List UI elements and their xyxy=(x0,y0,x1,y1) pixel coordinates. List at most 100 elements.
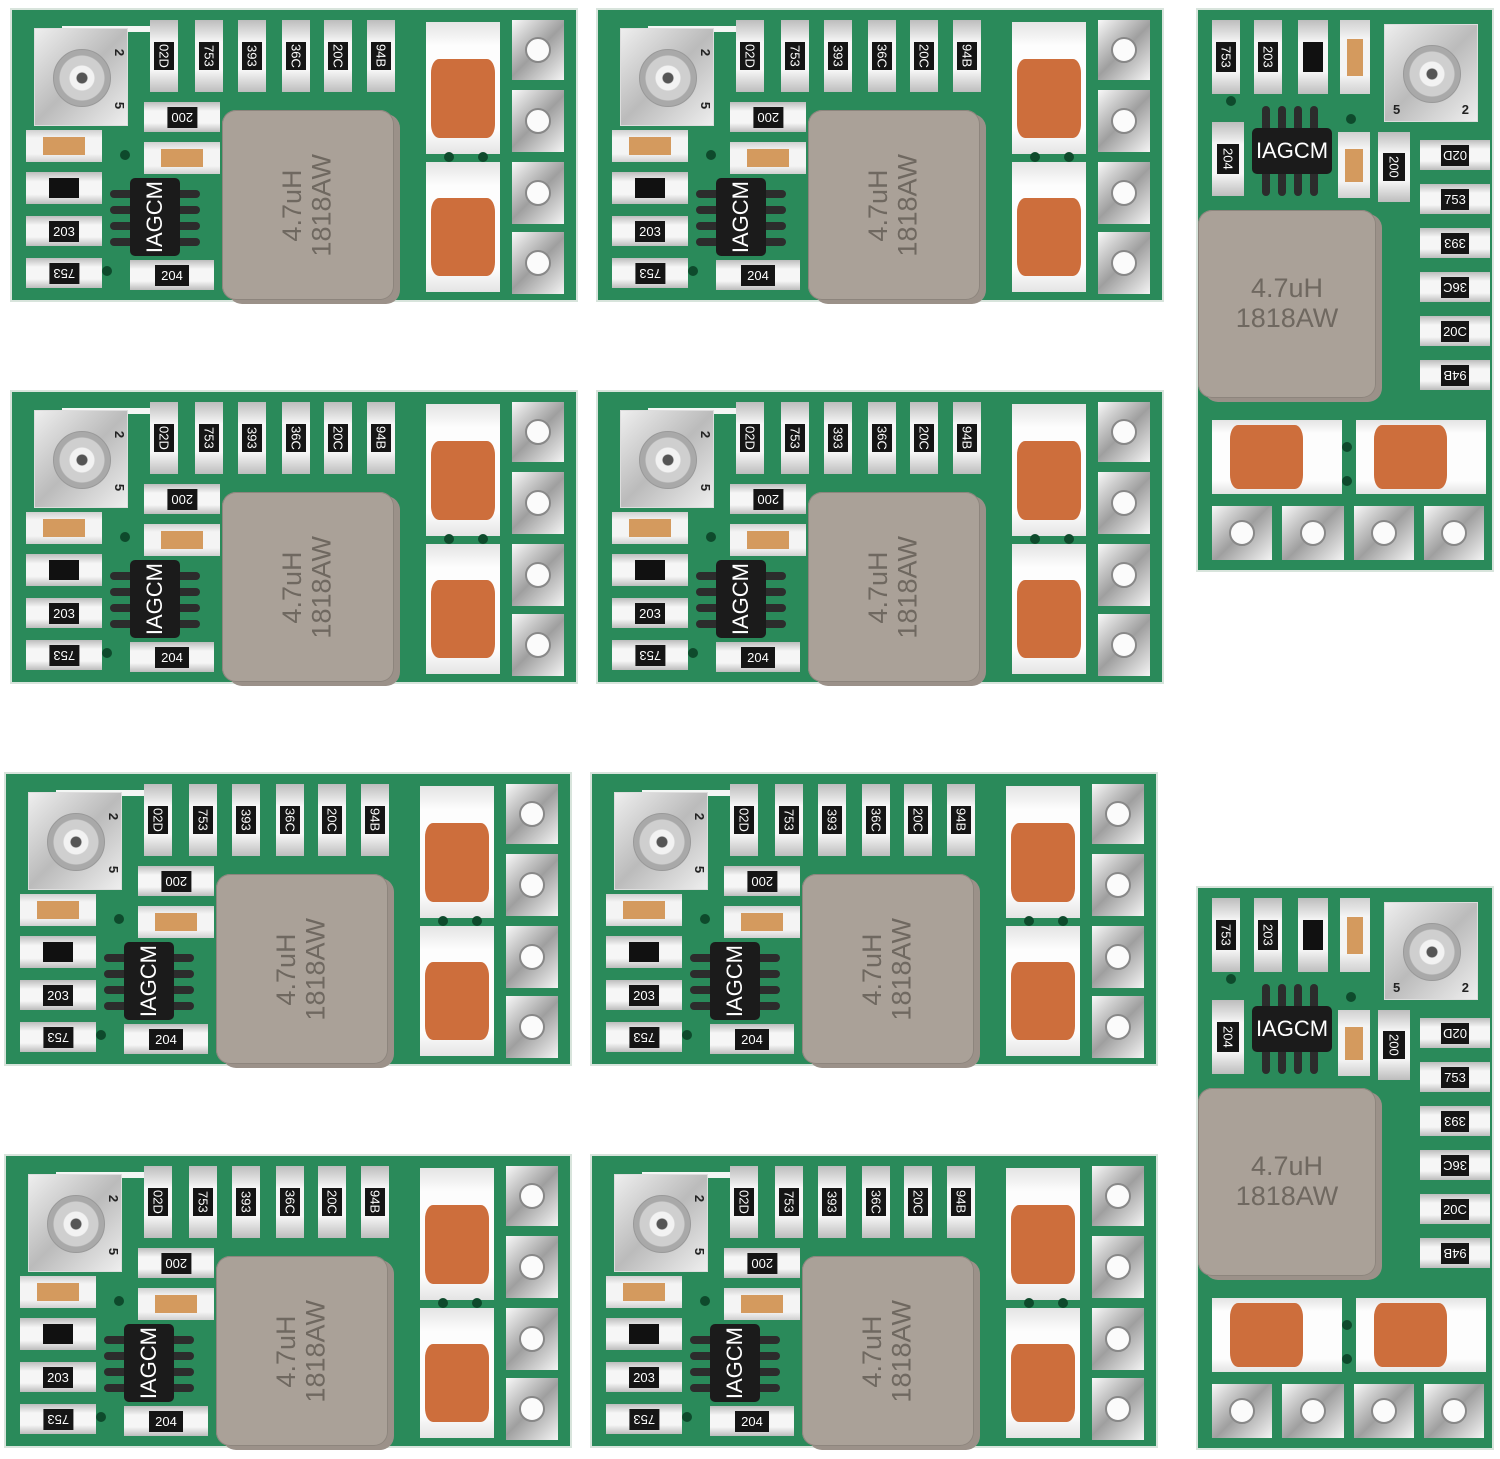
diode xyxy=(20,1318,96,1350)
capacitor-body xyxy=(431,198,495,277)
pcb-module-vertical: 753 203 5 2 204 IAGCM 200 02D 753 393 36… xyxy=(1196,886,1494,1450)
resistor-marking: 393 xyxy=(236,805,256,835)
mounting-hole xyxy=(1111,419,1137,445)
resistor-753-top: 753 xyxy=(781,402,809,474)
resistor-marking: 204 xyxy=(155,646,189,668)
ceramic-capacitor xyxy=(26,130,102,162)
resistor-marking: 36C xyxy=(872,423,892,453)
via xyxy=(114,1296,124,1306)
resistor-marking: 20C xyxy=(908,1187,928,1217)
via xyxy=(438,916,448,926)
resistor-204: 204 xyxy=(716,642,800,672)
inductor-label: 4.7uH 1818AW xyxy=(277,536,337,639)
potentiometer-dial xyxy=(639,431,697,489)
potentiometer-dial xyxy=(47,1195,105,1253)
ic-pin xyxy=(756,1384,780,1392)
capacitor-body xyxy=(1017,58,1081,139)
ic-pin xyxy=(690,1336,714,1344)
input-capacitor xyxy=(426,544,500,674)
resistor-94b: 94B xyxy=(953,402,981,474)
resistor-02d: 02D xyxy=(144,1166,172,1238)
terminal-pad xyxy=(1092,1308,1144,1370)
mounting-hole xyxy=(1105,1254,1131,1280)
resistor-marking: 200 xyxy=(752,488,784,510)
resistor-marking: 20C xyxy=(914,41,934,71)
ic-marking: IAGCM xyxy=(722,944,747,1018)
via xyxy=(1342,476,1352,486)
capacitor-body xyxy=(154,1295,198,1313)
capacitor-body xyxy=(431,580,495,659)
mounting-hole xyxy=(519,1396,545,1422)
ceramic-capacitor xyxy=(1338,1010,1370,1076)
ic-pin xyxy=(1310,106,1318,132)
resistor-marking: 753 xyxy=(193,805,213,835)
mounting-hole xyxy=(525,490,551,516)
ic-pin xyxy=(170,1352,194,1360)
resistor-marking: 36C xyxy=(866,805,886,835)
resistor-marking: 02D xyxy=(148,1187,168,1217)
ic-pin xyxy=(1278,170,1286,196)
ceramic-capacitor xyxy=(138,1288,214,1320)
ceramic-capacitor xyxy=(730,524,806,556)
terminal-pad xyxy=(512,162,564,224)
capacitor-body xyxy=(628,519,672,537)
via xyxy=(1226,974,1236,984)
ic-pin xyxy=(170,1384,194,1392)
resistor-753-top: 753 xyxy=(775,1166,803,1238)
ic-pin xyxy=(696,190,720,198)
resistor-marking: 02D xyxy=(148,805,168,835)
inductor-part: 1818AW xyxy=(301,1299,331,1403)
ic-pin xyxy=(696,206,720,214)
potentiometer-dial xyxy=(53,431,111,489)
pcb-module-horizontal: 2 5 02D 753 393 36C 20C 94B 200 203 753 … xyxy=(4,1154,572,1448)
resistor-200: 200 xyxy=(724,1248,800,1278)
ic-pin xyxy=(176,190,200,198)
resistor-marking: 20C xyxy=(914,423,934,453)
inductor-value: 4.7uH xyxy=(1250,1151,1324,1182)
mounting-hole xyxy=(519,1014,545,1040)
ic-marking: IAGCM xyxy=(1255,1016,1329,1041)
via xyxy=(96,1412,106,1422)
capacitor-body xyxy=(425,1344,489,1423)
resistor-393: 393 xyxy=(818,784,846,856)
ic-pin xyxy=(1278,1048,1286,1074)
resistor-36c: 36C xyxy=(862,1166,890,1238)
pot-mark-5: 5 xyxy=(105,1247,121,1256)
ic-pin xyxy=(690,986,714,994)
diode-body xyxy=(1303,42,1323,72)
ic-pin xyxy=(762,238,786,246)
resistor-marking: 200 xyxy=(1382,153,1406,181)
capacitor-body xyxy=(1374,425,1447,489)
trimmer-potentiometer: 2 5 xyxy=(34,28,128,126)
resistor-753-top: 753 xyxy=(189,1166,217,1238)
inductor: 4.7uH 1818AW xyxy=(1198,210,1376,398)
resistor-94b: 94B xyxy=(367,402,395,474)
terminal-pad xyxy=(1354,506,1414,560)
terminal-pad xyxy=(1092,926,1144,988)
ceramic-capacitor xyxy=(144,142,220,174)
resistor-marking: 753 xyxy=(199,41,219,71)
capacitor-body xyxy=(1011,962,1075,1041)
mounting-hole xyxy=(1111,562,1137,588)
ic-pin xyxy=(756,1368,780,1376)
ic-pin xyxy=(1262,106,1270,132)
mounting-hole xyxy=(1105,1014,1131,1040)
terminal-pad xyxy=(506,1236,558,1298)
inductor: 4.7uH 1818AW xyxy=(216,1256,388,1446)
capacitor-body xyxy=(42,519,86,537)
resistor-200: 200 xyxy=(138,866,214,896)
terminal-pad xyxy=(1098,544,1150,606)
ic-pin xyxy=(696,588,720,596)
terminal-pad xyxy=(506,1378,558,1440)
terminal-pad xyxy=(1092,1236,1144,1298)
ic-pin xyxy=(110,206,134,214)
potentiometer-dial xyxy=(1403,45,1461,103)
input-capacitor xyxy=(1006,926,1080,1056)
via xyxy=(1030,152,1040,162)
capacitor-body xyxy=(622,901,666,919)
ic-pin xyxy=(1278,106,1286,132)
resistor-753-bottom: 753 xyxy=(606,1404,682,1434)
resistor-marking: 36C xyxy=(286,41,306,71)
resistor-94b: 94B xyxy=(1420,360,1490,390)
ic-pin xyxy=(110,222,134,230)
